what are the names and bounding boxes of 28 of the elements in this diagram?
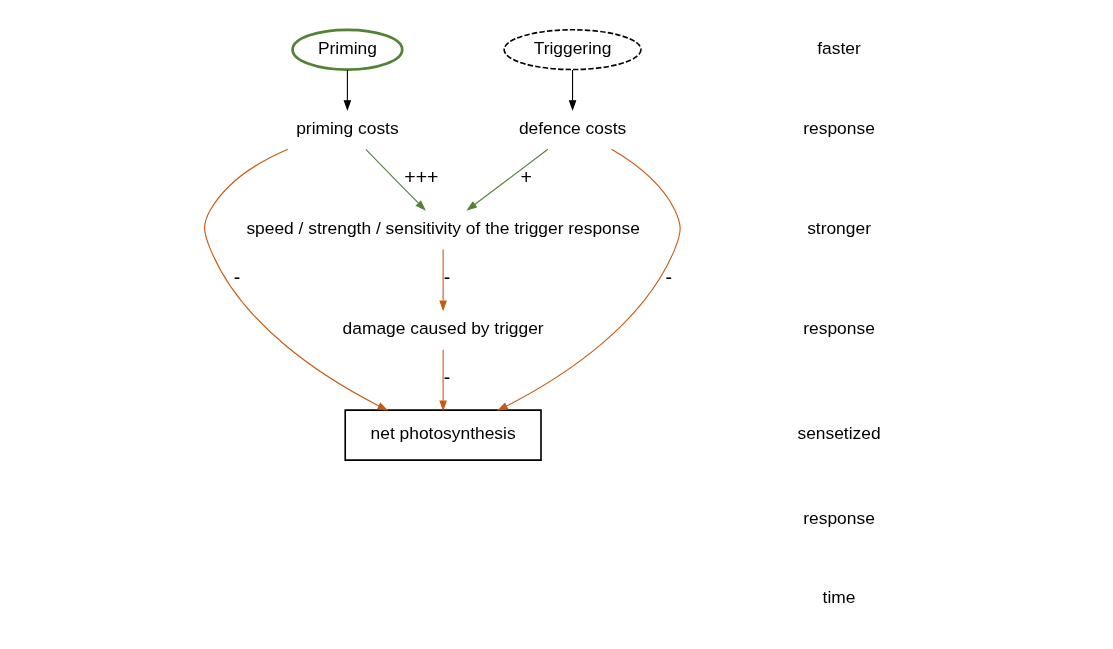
node-text: damage caused by trigger [342, 317, 544, 338]
label: response [803, 117, 875, 138]
label: time [822, 587, 856, 608]
edge-label: - [443, 366, 451, 389]
arrow [439, 349, 447, 412]
label: response [803, 317, 875, 338]
edge-label: + [520, 166, 533, 189]
edge-label: +++ [404, 166, 439, 189]
node-text: speed / strength / sensitivity of the trigger response [246, 217, 640, 238]
label: stronger [807, 217, 871, 238]
arrow [466, 148, 549, 211]
arrow [343, 69, 352, 112]
arrow [497, 148, 681, 411]
node-ellipse: Triggering [503, 28, 642, 71]
label: faster [817, 37, 861, 58]
arrow [204, 148, 389, 411]
node-text: defence costs [518, 117, 627, 138]
node-ellipse: Priming [291, 28, 404, 71]
label: sensetized [797, 423, 881, 444]
arrow [568, 69, 577, 112]
node-box: net photosynthesis [344, 409, 542, 461]
arrow [439, 248, 447, 312]
node-text: priming costs [296, 117, 399, 138]
edge-label: - [443, 266, 451, 289]
edge-label: - [233, 266, 241, 289]
edge-label: - [665, 266, 673, 289]
label: response [803, 508, 875, 529]
arrow [365, 148, 426, 211]
